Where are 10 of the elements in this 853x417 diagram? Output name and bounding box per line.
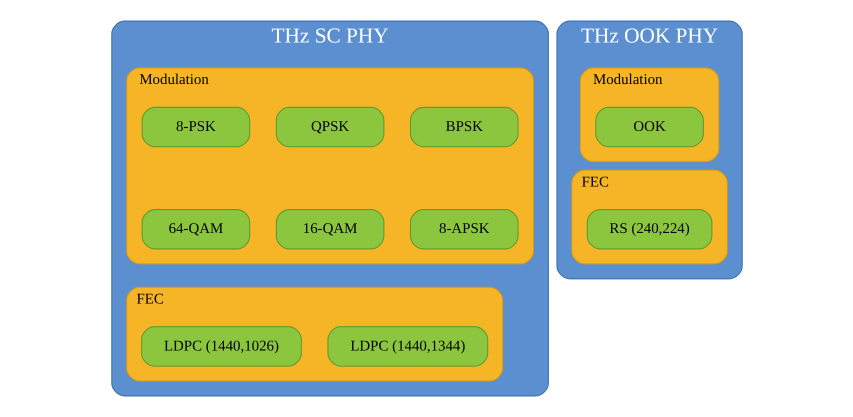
node-box: 8-APSK [409, 209, 518, 250]
node-box: 16-QAM [275, 209, 384, 250]
node-box: BPSK [409, 106, 518, 148]
node-box: LDPC (1440,1026) [140, 326, 302, 367]
node-box: LDPC (1440,1344) [326, 326, 488, 367]
node-box: 8-PSK [141, 106, 250, 148]
node-box: OOK [594, 106, 704, 148]
node-box: 64-QAM [141, 209, 250, 250]
node-box: RS (240,224) [586, 209, 712, 250]
node-box: QPSK [275, 106, 384, 148]
